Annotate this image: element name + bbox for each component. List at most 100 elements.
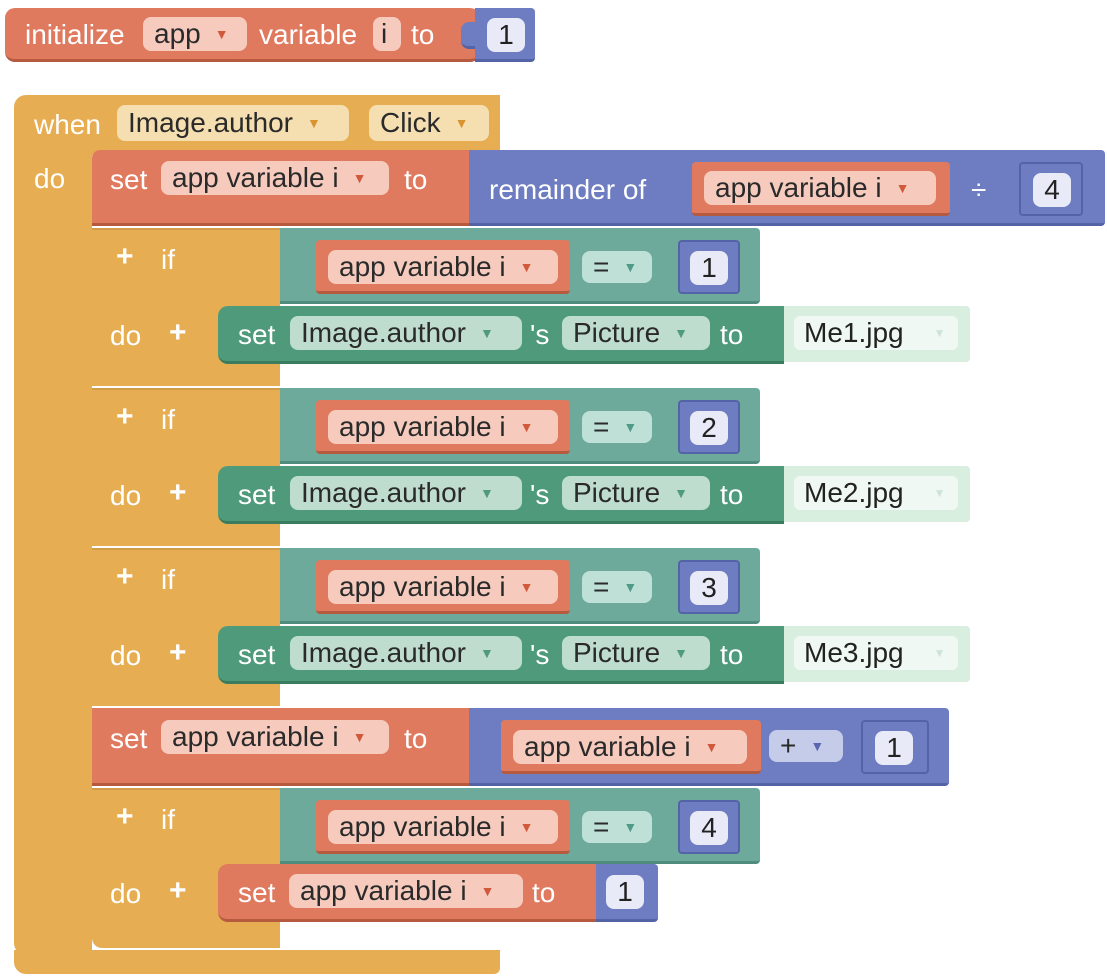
chevron-down-icon: ▼ (933, 646, 946, 660)
number-field[interactable]: 4 (690, 811, 728, 845)
get-variable-block[interactable]: app variable i▼ (316, 560, 570, 614)
remainder-block[interactable]: remainder of app variable i▼ ÷ 4 (469, 150, 1105, 226)
plus-icon[interactable]: + (169, 636, 187, 669)
addition-block[interactable]: app variable i▼ +▼ 1 (469, 708, 949, 786)
chevron-down-icon: ▼ (623, 259, 638, 275)
number-field[interactable]: 1 (875, 731, 913, 765)
chevron-down-icon: ▼ (519, 419, 534, 435)
set-variable-dropdown[interactable]: app variable i▼ (161, 720, 389, 754)
number-block[interactable]: 4 (1019, 162, 1083, 216)
get-variable-block[interactable]: app variable i▼ (501, 720, 761, 774)
set-property-block[interactable]: set Image.author▼ 's Picture▼ to (218, 466, 784, 524)
chevron-down-icon: ▼ (623, 819, 638, 835)
number-field[interactable]: 4 (1033, 173, 1071, 207)
property-dropdown[interactable]: Picture▼ (562, 476, 710, 510)
number-block[interactable]: 1 (678, 240, 740, 294)
get-variable-block[interactable]: app variable i▼ (316, 240, 570, 294)
chevron-down-icon: ▼ (480, 883, 495, 899)
number-field[interactable]: 1 (606, 875, 644, 909)
number-block[interactable]: 3 (678, 560, 740, 614)
do-label: do (110, 480, 142, 511)
set-property-block[interactable]: set Image.author▼ 's Picture▼ to (218, 626, 784, 684)
number-field[interactable]: 1 (690, 251, 728, 285)
chevron-down-icon: ▼ (623, 419, 638, 435)
to-label: to (720, 479, 744, 510)
compare-block[interactable]: app variable i▼ =▼ 1 (280, 228, 760, 304)
possessive-label: 's (530, 319, 550, 350)
set-variable-block[interactable]: set app variable i▼ to (92, 150, 470, 226)
compare-operator-dropdown[interactable]: =▼ (582, 571, 652, 603)
number-field[interactable]: 1 (487, 18, 525, 52)
text-block[interactable]: Me1.jpg▼ (784, 306, 970, 362)
event-block[interactable]: when Image.author▼ Click▼ (14, 95, 500, 155)
to-label: to (411, 19, 435, 50)
chevron-down-icon: ▼ (623, 579, 638, 595)
plus-icon[interactable]: + (116, 800, 134, 833)
number-block[interactable]: 1 (475, 8, 535, 62)
scope-dropdown[interactable]: app▼ (143, 17, 247, 51)
variable-name-field[interactable]: i (373, 17, 401, 51)
component-dropdown[interactable]: Image.author▼ (290, 476, 522, 510)
plus-icon[interactable]: + (169, 874, 187, 907)
compare-block[interactable]: app variable i▼ =▼ 4 (280, 788, 760, 864)
number-field[interactable]: 3 (690, 571, 728, 605)
text-field[interactable]: Me1.jpg▼ (794, 316, 958, 350)
set-label: set (110, 723, 148, 754)
number-block[interactable]: 1 (861, 720, 929, 774)
plus-icon[interactable]: + (169, 476, 187, 509)
compare-operator-dropdown[interactable]: =▼ (582, 251, 652, 283)
get-variable-block[interactable]: app variable i▼ (316, 400, 570, 454)
plus-icon[interactable]: + (169, 316, 187, 349)
component-dropdown[interactable]: Image.author▼ (290, 316, 522, 350)
property-dropdown[interactable]: Picture▼ (562, 316, 710, 350)
chevron-down-icon: ▼ (519, 259, 534, 275)
text-field[interactable]: Me2.jpg▼ (794, 476, 958, 510)
chevron-down-icon: ▼ (519, 579, 534, 595)
chevron-down-icon: ▼ (704, 739, 719, 755)
text-field[interactable]: Me3.jpg▼ (794, 636, 958, 670)
plus-icon[interactable]: + (116, 400, 134, 433)
set-variable-block[interactable]: set app variable i▼ to (92, 708, 470, 786)
initialize-global-block[interactable]: initialize app▼ variable i to (5, 8, 480, 62)
text-block[interactable]: Me3.jpg▼ (784, 626, 970, 682)
get-variable-dropdown[interactable]: app variable i▼ (704, 171, 936, 205)
compare-operator-dropdown[interactable]: =▼ (582, 411, 652, 443)
get-variable-dropdown[interactable]: app variable i▼ (328, 250, 558, 284)
set-label: set (238, 639, 276, 670)
get-variable-block[interactable]: app variable i▼ (316, 800, 570, 854)
divide-operator: ÷ (971, 174, 987, 205)
text-block[interactable]: Me2.jpg▼ (784, 466, 970, 522)
get-variable-block[interactable]: app variable i▼ (692, 162, 950, 216)
set-variable-block[interactable]: set app variable i▼ to (218, 864, 596, 922)
initialize-label: initialize (25, 19, 125, 50)
variable-label: variable (259, 19, 358, 50)
number-block[interactable]: 1 (596, 864, 658, 922)
get-variable-dropdown[interactable]: app variable i▼ (328, 810, 558, 844)
get-variable-dropdown[interactable]: app variable i▼ (328, 410, 558, 444)
plus-icon[interactable]: + (116, 560, 134, 593)
number-block[interactable]: 4 (678, 800, 740, 854)
math-operator-dropdown[interactable]: +▼ (769, 730, 843, 762)
set-label: set (110, 164, 148, 195)
component-dropdown[interactable]: Image.author▼ (290, 636, 522, 670)
get-variable-dropdown[interactable]: app variable i▼ (328, 570, 558, 604)
number-block[interactable]: 2 (678, 400, 740, 454)
plus-icon[interactable]: + (116, 240, 134, 273)
when-label: when (34, 109, 101, 140)
property-dropdown[interactable]: Picture▼ (562, 636, 710, 670)
set-variable-dropdown[interactable]: app variable i▼ (289, 874, 523, 908)
remainder-label: remainder of (489, 174, 647, 205)
event-component-dropdown[interactable]: Image.author▼ (117, 105, 349, 141)
event-bottom (14, 950, 500, 974)
chevron-down-icon: ▼ (480, 645, 494, 661)
set-property-block[interactable]: set Image.author▼ 's Picture▼ to (218, 306, 784, 364)
number-field[interactable]: 2 (690, 411, 728, 445)
event-name-dropdown[interactable]: Click▼ (369, 105, 489, 141)
compare-block[interactable]: app variable i▼ =▼ 3 (280, 548, 760, 624)
chevron-down-icon: ▼ (519, 819, 534, 835)
get-variable-dropdown[interactable]: app variable i▼ (513, 730, 747, 764)
event-body-rail: do (14, 155, 92, 955)
compare-block[interactable]: app variable i▼ =▼ 2 (280, 388, 760, 464)
compare-operator-dropdown[interactable]: =▼ (582, 811, 652, 843)
set-variable-dropdown[interactable]: app variable i▼ (161, 161, 389, 195)
